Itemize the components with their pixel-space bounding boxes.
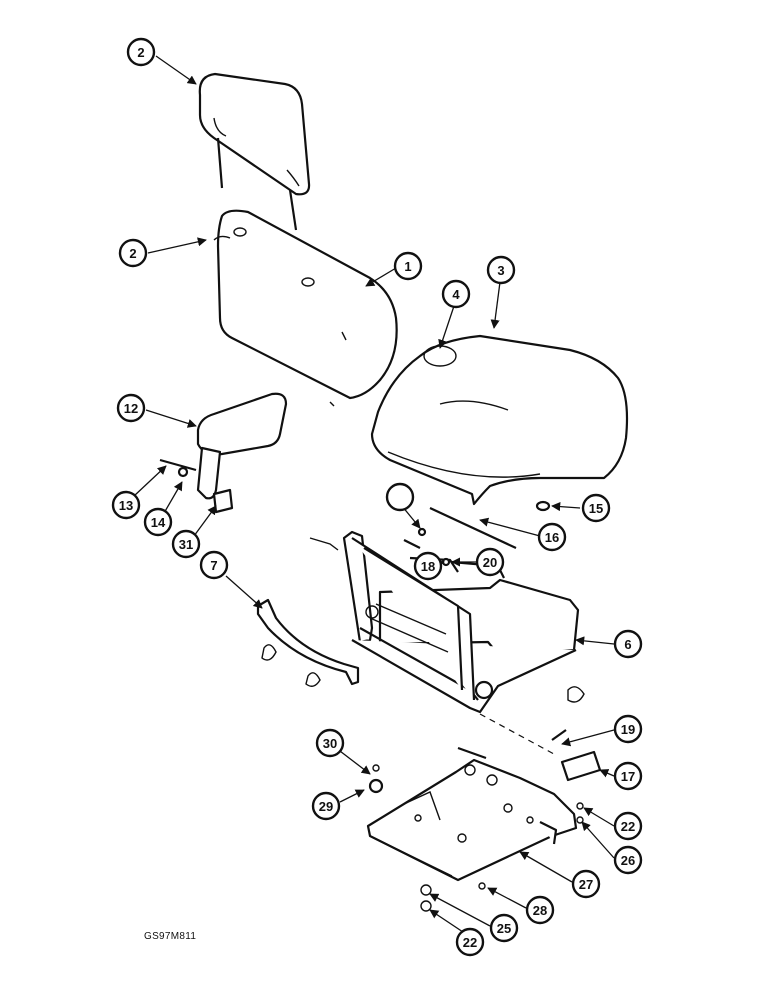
callout-12: 12 [116,393,146,423]
svg-text:12: 12 [124,401,138,416]
callout-28: 29 [311,791,341,821]
callout-30: 31 [171,529,201,559]
callout-4: 4 [441,279,471,309]
svg-text:17: 17 [621,769,635,784]
callout-15: 15 [581,493,611,523]
callout-1: 1 [393,251,423,281]
callout-leaders [133,55,615,935]
svg-text:19: 19 [621,722,635,737]
svg-text:16: 16 [545,530,559,545]
backrest [213,209,398,407]
svg-text:7: 7 [210,558,217,573]
svg-text:2: 2 [129,246,136,261]
callout-26: 27 [571,869,601,899]
slide-rail-base [366,746,578,882]
headrest [198,72,311,231]
svg-text:26: 26 [621,853,635,868]
svg-text:18: 18 [421,559,435,574]
svg-text:3: 3 [497,263,504,278]
callout-22: 22 [613,811,643,841]
svg-text:20: 20 [483,555,497,570]
svg-text:14: 14 [151,515,166,530]
svg-text:15: 15 [589,501,603,516]
callout-5: 2 [126,37,156,67]
callout-13: 13 [111,490,141,520]
svg-text:25: 25 [497,921,511,936]
callout-16: 16 [537,522,567,552]
svg-text:13: 13 [119,498,133,513]
callout-21: 22 [455,927,485,957]
svg-text:29: 29 [319,799,333,814]
callout-14: 14 [143,507,173,537]
callout-25: 26 [613,845,643,875]
hardware [368,500,602,912]
figure-code: GS97M811 [144,931,197,942]
svg-text:1: 1 [404,259,411,274]
callout-3: 3 [486,255,516,285]
svg-text:30: 30 [323,736,337,751]
callout-27: 28 [525,895,555,925]
callout-22: 25 [489,913,519,943]
seat-frame [342,530,580,714]
armrest [159,392,288,514]
callout-29: 30 [315,728,345,758]
callout-20: 20 [475,547,505,577]
svg-text:27: 27 [579,877,593,892]
svg-text:2: 2 [137,45,144,60]
callout-17: 17 [613,761,643,791]
svg-text:6: 6 [624,637,631,652]
callout-31 [385,482,415,512]
seat-cushion [370,334,629,506]
callout-19: 19 [613,714,643,744]
callout-18: 18 [413,551,443,581]
callout-2: 2 [118,238,148,268]
callout-6: 6 [613,629,643,659]
callouts: 2 2 1 3 4 12 13 14 31 7 15 16 18 20 6 19… [111,37,643,957]
rod [429,507,555,755]
svg-text:22: 22 [463,935,477,950]
svg-text:28: 28 [533,903,547,918]
callout-7: 7 [199,550,229,580]
svg-text:22: 22 [621,819,635,834]
svg-text:4: 4 [452,287,460,302]
strap-bracket [256,537,585,703]
svg-text:31: 31 [179,537,193,552]
